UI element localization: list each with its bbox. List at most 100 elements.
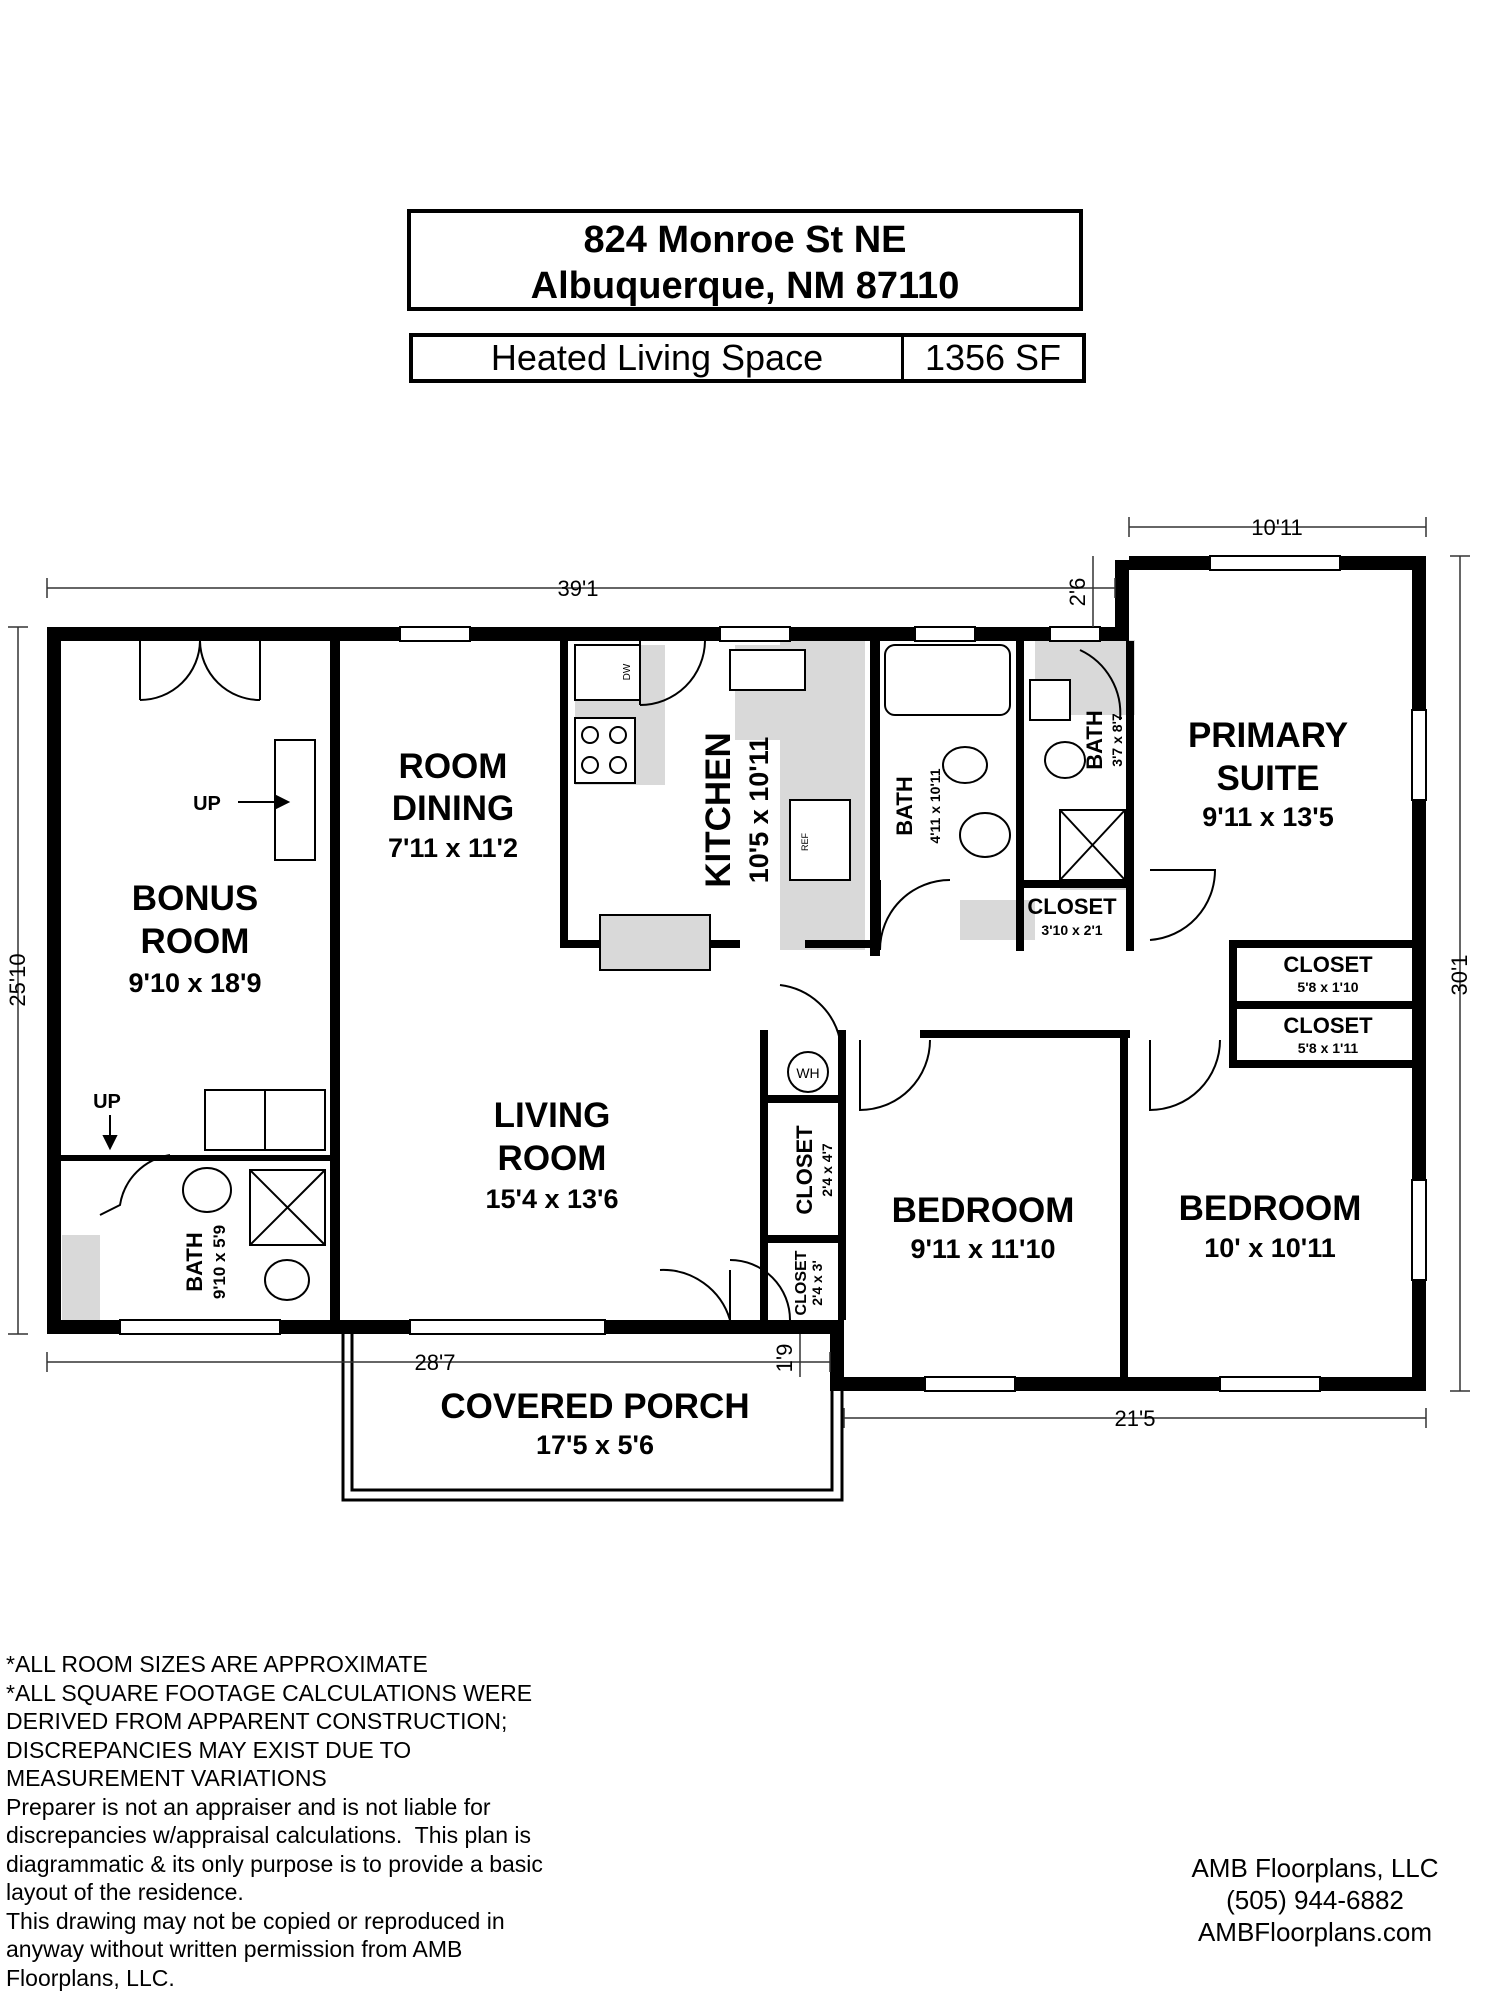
disclaimer-line: diagrammatic & its only purpose is to pr…	[6, 1850, 543, 1877]
disclaimer: *ALL ROOM SIZES ARE APPROXIMATE *ALL SQU…	[6, 1650, 626, 1992]
disclaimer-line: anyway without written permission from A…	[6, 1936, 463, 1962]
area-box: Heated Living Space 1356 SF	[409, 333, 1086, 383]
disclaimer-line: layout of the residence.	[6, 1879, 244, 1905]
hall-bath-dims: 4'11 x 10'11	[927, 768, 943, 843]
hall-bath-name: BATH	[892, 776, 917, 835]
primary-sink	[1029, 679, 1071, 721]
dining-room-dims: 7'11 x 11'2	[388, 833, 518, 863]
area-label: Heated Living Space	[413, 337, 904, 379]
kitchen-counter-right	[780, 640, 865, 950]
bonus-bath-sink	[182, 1167, 232, 1213]
bonus-room-dims: 9'10 x 18'9	[129, 968, 262, 998]
disclaimer-line: *ALL ROOM SIZES ARE APPROXIMATE	[6, 1651, 428, 1677]
address-box: 824 Monroe St NE Albuquerque, NM 87110	[407, 209, 1083, 311]
wall-kitchen-left	[560, 640, 568, 945]
disclaimer-line: Preparer is not an appraiser and is not …	[6, 1793, 491, 1820]
bonus-bath-toilet	[264, 1259, 310, 1301]
closet-hall-1-dims: 2'4 x 4'7	[819, 1143, 835, 1197]
kitchen-dims: 10'5 x 10'11	[744, 737, 774, 883]
bedroom-2-name: BEDROOM	[1179, 1189, 1362, 1228]
doors	[99, 640, 1221, 1321]
disclaimer-line: MEASUREMENT VARIATIONS	[6, 1765, 327, 1791]
primary-bath-name: BATH	[1082, 710, 1107, 769]
wall-closet-mid	[760, 1235, 845, 1243]
covered-porch-dims: 17'5 x 5'6	[536, 1430, 654, 1460]
dryer	[264, 1089, 326, 1151]
disclaimer-line: DERIVED FROM APPARENT CONSTRUCTION;	[6, 1708, 508, 1734]
wall-closet-a-top	[1229, 940, 1419, 948]
living-room-name-1: LIVING	[494, 1096, 611, 1135]
wall-bedroom-left	[838, 1030, 846, 1320]
walls	[47, 556, 1426, 1391]
wall-kitchen-bath	[870, 641, 880, 956]
wall-bath-bath	[1016, 641, 1024, 951]
hall-sink	[959, 812, 1011, 858]
disclaimer-line: discrepancies w/appraisal calculations. …	[6, 1822, 532, 1848]
company-website: AMBFloorplans.com	[1197, 1917, 1433, 1947]
dishwasher-label: DW	[622, 663, 633, 680]
stair-arrows	[102, 794, 291, 1151]
dim-bottom-left: 28'7	[415, 1350, 456, 1375]
wall-kitchen-stub-rr	[805, 940, 880, 948]
disclaimer-line: Floorplans, LLC.	[6, 1964, 175, 1991]
wall-wh-bottom	[760, 1095, 845, 1103]
disclaimer-line: DISCREPANCIES MAY EXIST DUE TO	[6, 1736, 412, 1763]
range	[574, 717, 636, 784]
closet-b-dims: 5'8 x 1'11	[1298, 1040, 1359, 1056]
dim-left-overall: 25'10	[5, 953, 30, 1006]
wall-bedroom-top	[920, 1030, 1130, 1038]
company-info: AMB Floorplans, LLC (505) 944-6882 AMBFl…	[1150, 1852, 1480, 1948]
primary-suite-name-1: PRIMARY	[1188, 716, 1348, 755]
wall-kitchen-stub	[560, 940, 600, 948]
kitchen-sink	[729, 649, 806, 691]
wall-left	[47, 627, 61, 1334]
disclaimer-line: *ALL SQUARE FOOTAGE CALCULATIONS WERE	[6, 1679, 533, 1706]
wall-bonus-bath	[61, 1155, 331, 1161]
wall-top	[47, 627, 1115, 641]
dim-step-top: 2'6	[1065, 578, 1090, 607]
wall-closet-top	[1016, 880, 1134, 888]
refrigerator-label: REF	[800, 832, 810, 851]
disclaimer-line: This drawing may not be copied or reprod…	[6, 1907, 505, 1934]
up-label-2: UP	[93, 1091, 121, 1113]
kitchen-island	[599, 914, 711, 971]
hall-toilet	[942, 746, 988, 784]
wall-kitchen-stub-r	[710, 940, 740, 948]
dim-top-overall: 39'1	[558, 576, 599, 601]
dishwasher	[574, 644, 641, 701]
bathtub	[884, 644, 1011, 716]
dimension-labels: 39'1 10'11 25'10 30'1 28'7 21'5 2'6 1'9	[5, 515, 1472, 1431]
closet-hall-2-name: CLOSET	[793, 1250, 810, 1315]
living-room-dims: 15'4 x 13'6	[486, 1184, 619, 1214]
dim-top-right: 10'11	[1251, 515, 1303, 540]
water-heater	[787, 1051, 829, 1093]
bedroom-2-dims: 10' x 10'11	[1204, 1233, 1335, 1263]
water-heater-label: WH	[796, 1065, 819, 1081]
closet-hall-1-name: CLOSET	[792, 1125, 817, 1215]
dimension-lines	[8, 517, 1470, 1428]
closet-a-name: CLOSET	[1283, 952, 1373, 977]
living-room-name-2: ROOM	[498, 1139, 607, 1178]
closet-a-dims: 5'8 x 1'10	[1297, 979, 1358, 995]
closet-hall-2-dims: 2'4 x 3'	[809, 1260, 825, 1306]
company-name: AMB Floorplans, LLC	[1191, 1853, 1439, 1883]
covered-porch-outline	[341, 1334, 844, 1502]
closet-primary-dims: 3'10 x 2'1	[1041, 922, 1102, 938]
dim-step-bottom: 1'9	[772, 1344, 797, 1373]
dining-room-name-2: DINING	[392, 789, 515, 828]
up-label-1: UP	[193, 793, 221, 815]
primary-toilet	[1044, 741, 1086, 779]
dining-room-name-1: ROOM	[399, 747, 508, 786]
bonus-room-name-2: ROOM	[141, 922, 250, 961]
dim-bottom-right: 21'5	[1115, 1406, 1156, 1431]
address-line-1: 824 Monroe St NE	[583, 219, 907, 261]
wall-hall-closets	[760, 1030, 768, 1320]
address-line-2: Albuquerque, NM 87110	[530, 265, 960, 307]
closet-primary-name: CLOSET	[1027, 894, 1117, 919]
wall-closet-b-bottom	[1229, 1060, 1419, 1068]
primary-suite-name-2: SUITE	[1216, 759, 1319, 798]
primary-suite-dims: 9'11 x 13'5	[1202, 802, 1333, 832]
wall-closet-b-top	[1229, 1001, 1419, 1009]
dim-right-overall: 30'1	[1447, 955, 1472, 996]
